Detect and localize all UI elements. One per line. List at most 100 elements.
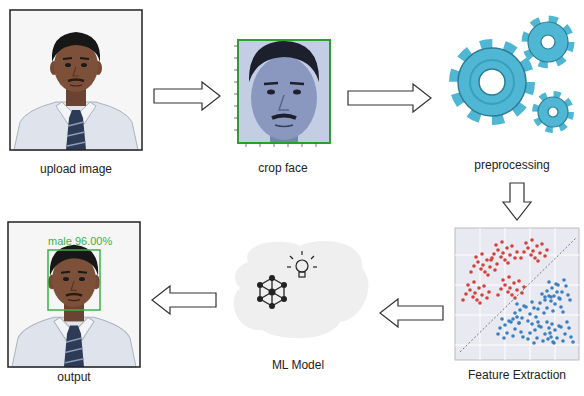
gears-icon — [538, 97, 568, 127]
ml-model-icon — [269, 275, 275, 281]
cropped-face — [234, 130, 238, 131]
upload-photo — [10, 10, 142, 150]
scatter-plot — [461, 280, 491, 305]
scatter-plot — [496, 275, 526, 300]
scatter-plot — [496, 315, 525, 340]
ml-model-icon — [260, 278, 284, 306]
scatter-plot — [519, 238, 549, 263]
cropped-face — [260, 143, 261, 147]
step-label: output — [57, 370, 90, 385]
step-label: ML Model — [272, 358, 324, 373]
gears-icon — [525, 19, 571, 65]
scatter-plot — [469, 252, 499, 277]
scatter-plot — [489, 240, 519, 265]
scatter-plot — [460, 238, 576, 352]
ml-model-icon — [257, 296, 263, 302]
cropped-face — [234, 40, 330, 148]
gears-icon — [479, 69, 505, 95]
gears-icon — [454, 44, 530, 120]
cropped-face — [238, 40, 330, 143]
gears-icon — [541, 35, 555, 49]
scatter-plot — [455, 228, 579, 360]
cropped-face — [234, 118, 238, 119]
ml-model-icon — [257, 282, 263, 288]
scatter-plot — [543, 278, 572, 303]
scatter-plot — [480, 228, 481, 360]
scatter-plot — [455, 285, 579, 286]
scatter-plot — [455, 255, 579, 256]
ml-model-icon — [296, 260, 308, 272]
ml-model-icon — [269, 303, 275, 309]
output-node: male 96.00% output — [8, 222, 140, 387]
cropped-face — [272, 116, 296, 119]
flow-arrow — [380, 299, 443, 327]
scatter-plot — [555, 228, 556, 360]
gears-icon — [535, 94, 571, 130]
ml-model-icon — [234, 241, 369, 338]
scatter-plot — [511, 300, 540, 325]
output-photo — [8, 222, 140, 367]
output-photo — [8, 222, 140, 367]
cropped-face — [234, 70, 238, 71]
scatter-plot — [546, 320, 575, 345]
cropped-face — [234, 58, 238, 59]
gears-icon — [470, 60, 514, 104]
cropped-face — [238, 40, 330, 143]
cropped-face — [290, 83, 304, 84]
cropped-face — [249, 41, 319, 82]
cropped-face — [293, 90, 301, 95]
ml-model-icon — [281, 282, 287, 288]
cropped-face — [275, 125, 293, 127]
cropped-face — [279, 95, 289, 110]
ml-model-icon — [234, 241, 369, 338]
gears-icon — [454, 19, 571, 130]
flow-arrow — [154, 82, 220, 110]
cropped-face — [234, 94, 238, 95]
cropped-face — [288, 143, 289, 147]
cropped-face — [234, 106, 238, 107]
scatter-plot — [455, 228, 579, 360]
cropped-face — [246, 143, 247, 147]
cropped-face — [238, 40, 330, 143]
crop-face-node: crop face — [232, 40, 334, 178]
ml-model-node: ML Model — [228, 240, 368, 375]
cropped-face — [251, 56, 317, 140]
scatter-plot — [455, 228, 579, 360]
step-label: preprocessing — [474, 158, 549, 173]
flow-arrow — [152, 286, 216, 314]
cropped-face — [274, 143, 275, 147]
prediction-label: male 96.00% — [48, 234, 112, 248]
ml-model-icon — [281, 296, 287, 302]
step-label: upload image — [40, 162, 112, 177]
upload-photo — [10, 10, 142, 150]
output-photo — [48, 250, 100, 310]
flow-arrow — [348, 84, 431, 112]
preprocessing-node: preprocessing — [445, 15, 579, 175]
ml-model-icon — [269, 289, 276, 296]
ml-model-icon — [287, 251, 317, 277]
ml-model-icon — [287, 266, 291, 267]
ml-model-icon — [311, 256, 314, 259]
step-label: Feature Extraction — [468, 368, 566, 383]
ml-model-icon — [301, 251, 302, 255]
upload-photo — [10, 10, 142, 150]
cropped-face — [234, 46, 316, 147]
cropped-face — [264, 83, 278, 84]
cropped-face — [302, 143, 303, 147]
scatter-plot — [455, 345, 579, 346]
ml-model-icon — [257, 275, 287, 309]
cropped-face — [267, 90, 275, 95]
cropped-face — [316, 143, 317, 147]
ml-model-icon — [299, 272, 305, 277]
feature-extraction-node: Feature Extraction — [455, 228, 579, 385]
gears-icon — [458, 48, 526, 116]
cropped-face — [234, 46, 238, 47]
upload-image-node: upload image — [10, 10, 142, 179]
flow-arrow — [503, 183, 531, 220]
ml-model-icon — [290, 256, 293, 259]
gears-icon — [528, 22, 568, 62]
step-label: crop face — [258, 161, 307, 176]
